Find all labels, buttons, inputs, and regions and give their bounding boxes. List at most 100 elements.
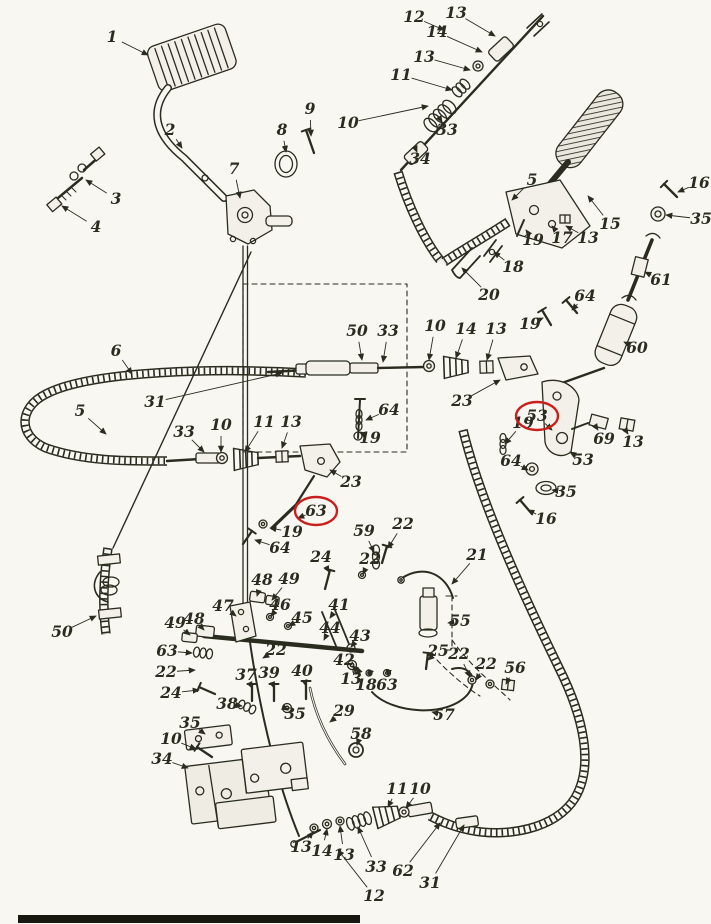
- leader-line: [405, 797, 414, 809]
- leader-line: [121, 41, 149, 56]
- part-label-13: 13: [290, 837, 312, 856]
- leader-line: [297, 512, 306, 519]
- part-label-48: 48: [183, 609, 205, 628]
- leader-line: [246, 680, 253, 689]
- part-label-11: 11: [386, 779, 408, 798]
- leader-line: [306, 831, 314, 839]
- leader-line: [527, 509, 537, 516]
- leader-line: [463, 663, 471, 678]
- pin: [537, 306, 553, 327]
- leader-line: [465, 18, 496, 37]
- leader-line: [387, 533, 398, 549]
- part-label-6: 6: [111, 341, 122, 360]
- part-label-13: 13: [333, 845, 355, 864]
- leader-line: [357, 826, 372, 858]
- leader-line: [358, 104, 429, 122]
- leader-line: [475, 672, 483, 681]
- leader-line: [387, 798, 394, 808]
- part-label-10: 10: [424, 316, 446, 335]
- part-label-7: 7: [229, 159, 240, 178]
- leader-line: [71, 615, 97, 628]
- clevis-23-right: [497, 355, 539, 381]
- part-label-33: 33: [436, 120, 458, 139]
- right-linkage-60-61-53: [497, 232, 661, 496]
- leader-line: [329, 611, 337, 619]
- part-label-22: 22: [474, 654, 497, 673]
- part-label-14: 14: [426, 22, 448, 41]
- washer: [309, 823, 319, 833]
- part-label-13: 13: [445, 3, 467, 22]
- leader-line: [471, 379, 501, 397]
- leader-line: [269, 681, 275, 689]
- spring-coils: [451, 78, 471, 98]
- part-label-22: 22: [391, 514, 414, 533]
- leader-line: [281, 140, 288, 153]
- part-label-53: 53: [526, 406, 548, 425]
- part-label-34: 34: [409, 149, 431, 168]
- leader-line: [337, 825, 344, 845]
- leader-line: [621, 426, 629, 435]
- pipe-dashed-run-2: [436, 659, 481, 697]
- part-label-11: 11: [390, 65, 412, 84]
- leader-line: [176, 667, 196, 674]
- leader-line: [307, 119, 314, 137]
- leader-line: [362, 566, 369, 575]
- pin: [300, 127, 316, 155]
- washer: [397, 576, 405, 584]
- part-label-15: 15: [599, 214, 621, 233]
- leader-line: [288, 620, 297, 627]
- part-label-48: 48: [251, 570, 273, 589]
- leader-line: [411, 77, 453, 92]
- leader-line: [262, 652, 271, 659]
- part-label-42: 42: [333, 650, 355, 669]
- part-label-22: 22: [264, 640, 287, 659]
- part-label-18: 18: [355, 675, 377, 694]
- washer: [422, 359, 436, 373]
- part-label-11: 11: [253, 412, 275, 431]
- part-label-41: 41: [328, 595, 350, 614]
- leader-line: [175, 138, 183, 149]
- part-label-35: 35: [179, 713, 201, 732]
- leader-line: [198, 727, 206, 735]
- leader-line: [455, 339, 463, 359]
- part-label-13: 13: [413, 47, 435, 66]
- part-label-59: 59: [353, 521, 375, 540]
- spring-coils: [423, 99, 457, 133]
- pin: [241, 527, 257, 546]
- part-label-8: 8: [277, 120, 288, 139]
- leader-line: [177, 649, 193, 656]
- leader-line: [244, 431, 259, 453]
- leader-line: [329, 715, 337, 723]
- scan-artifact-bar: [18, 915, 360, 923]
- leader-line: [61, 205, 87, 222]
- part-label-1: 1: [107, 27, 118, 46]
- part-label-9: 9: [305, 99, 316, 118]
- pedal-pad-1: [146, 23, 237, 92]
- leader-line: [323, 632, 330, 641]
- rubber-boot: [442, 355, 470, 380]
- part-label-57: 57: [433, 705, 455, 724]
- long-diagonal-rod: [112, 251, 252, 549]
- part-label-10: 10: [160, 729, 182, 748]
- part-label-31: 31: [419, 873, 441, 892]
- washer: [258, 519, 268, 529]
- part-label-49: 49: [164, 613, 186, 632]
- leader-line: [254, 538, 270, 546]
- leader-line: [665, 212, 691, 219]
- leader-line: [505, 676, 512, 685]
- bracket-34: [183, 724, 309, 830]
- part-label-35: 35: [555, 482, 577, 501]
- leader-line: [355, 667, 363, 675]
- leader-line: [271, 587, 283, 601]
- leader-line: [446, 36, 483, 53]
- leader-line: [426, 336, 434, 361]
- part-label-58: 58: [350, 724, 372, 743]
- leader-line: [623, 341, 632, 348]
- leader-line: [504, 431, 517, 445]
- part-label-62: 62: [392, 861, 414, 880]
- rubber-boot: [232, 447, 260, 472]
- part-label-13: 13: [577, 228, 599, 247]
- part-label-14: 14: [311, 841, 333, 860]
- washer: [398, 806, 410, 818]
